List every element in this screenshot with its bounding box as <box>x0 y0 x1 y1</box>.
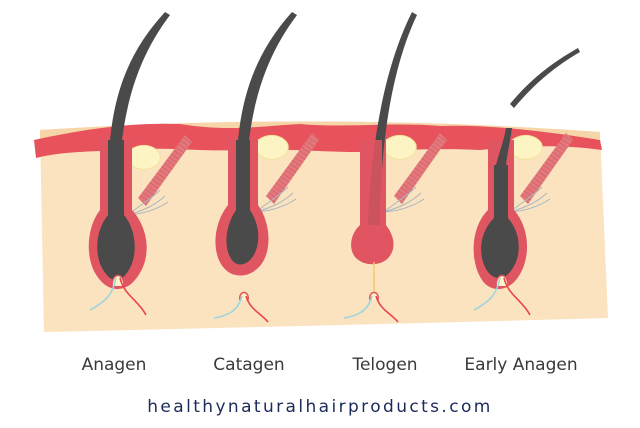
inner-root <box>358 140 388 259</box>
nerve <box>89 277 117 311</box>
arrector-muscle <box>138 135 192 206</box>
arrector-muscle <box>394 133 447 204</box>
stage-label-telogen: Telogen <box>352 355 418 375</box>
stage-label-catagen: Catagen <box>213 355 285 375</box>
sebaceous-gland <box>127 144 161 170</box>
blood-vessel <box>119 277 147 316</box>
blood-vessel <box>245 295 269 323</box>
stage-label-early-anagen: Early Anagen <box>464 355 578 375</box>
stage-label-anagen: Anagen <box>81 355 147 375</box>
sebaceous-gland <box>383 134 417 160</box>
skin-block <box>40 121 608 332</box>
nerve <box>213 295 243 319</box>
hair-catagen <box>213 12 319 323</box>
blood-vessel <box>375 295 399 323</box>
shed-hair-shaft <box>510 48 580 108</box>
blood-vessel <box>503 277 531 316</box>
arrector-muscle <box>520 133 573 204</box>
sebaceous-gland <box>509 134 543 160</box>
hair-bulb <box>481 165 519 278</box>
sebaceous-gland <box>255 134 289 160</box>
website-caption: healthynaturalhairproducts.com <box>147 397 493 417</box>
arrector-muscle <box>266 133 319 204</box>
new-hair-shaft <box>496 128 512 165</box>
hair-bulb <box>226 140 259 265</box>
nerve-fibers <box>383 186 425 213</box>
nerve <box>343 295 373 319</box>
nerve <box>473 277 501 311</box>
hair-shaft <box>110 12 170 140</box>
hair-early-anagen <box>473 48 580 316</box>
hair-anagen <box>88 12 192 316</box>
hair-telogen <box>343 12 447 323</box>
hair-bulb <box>97 140 135 280</box>
hair-shaft <box>238 12 297 140</box>
